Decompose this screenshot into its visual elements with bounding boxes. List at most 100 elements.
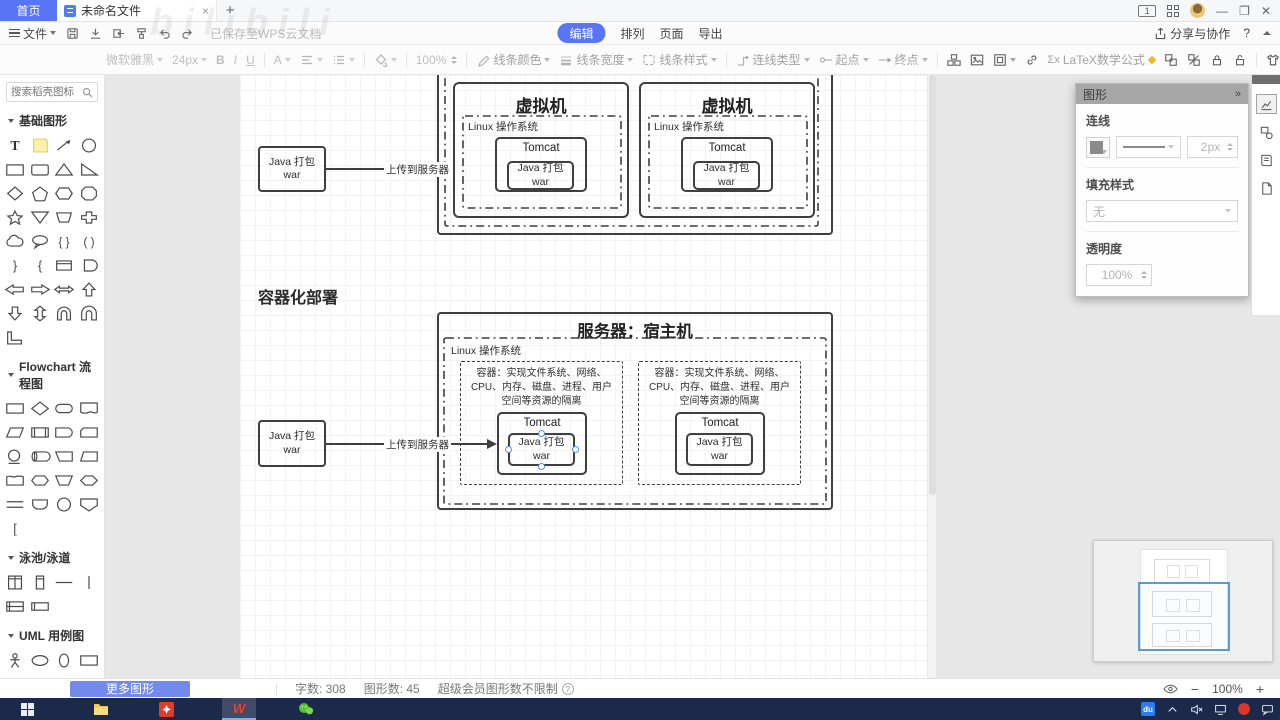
shape-pentagon-down[interactable] xyxy=(77,492,102,516)
panel-header[interactable]: 图形 » xyxy=(1076,84,1248,104)
shape-card[interactable] xyxy=(52,253,77,277)
zoom-out-button[interactable]: − xyxy=(1190,680,1200,697)
shape-trapezoid[interactable] xyxy=(52,205,77,229)
section-header-0[interactable]: 基础图形 xyxy=(0,105,104,131)
shape-object[interactable] xyxy=(52,648,77,672)
apps-grid-icon[interactable] xyxy=(1167,4,1180,17)
bold-button[interactable]: B xyxy=(216,52,225,67)
tab-export[interactable]: 导出 xyxy=(698,26,723,41)
section-header-3[interactable]: UML 用例图 xyxy=(0,620,104,646)
shape-circle-2[interactable] xyxy=(52,492,77,516)
tab-document[interactable]: 未命名文件 × xyxy=(57,0,217,21)
text-zoom-input[interactable]: 100% xyxy=(416,53,458,67)
shape-pentagon[interactable] xyxy=(28,181,53,205)
shape-circle[interactable] xyxy=(77,133,102,157)
shape-arrow-left[interactable] xyxy=(3,277,28,301)
shape-star[interactable] xyxy=(3,205,28,229)
connector-type-select[interactable]: 连线类型 xyxy=(736,51,810,68)
container2-box[interactable]: 容器：实现文件系统、网络、CPU、内存、磁盘、进程、用户空间等资源的隔离 xyxy=(638,361,801,485)
shape-arrow-right[interactable] xyxy=(28,277,53,301)
shape-document[interactable] xyxy=(77,396,102,420)
tab-page[interactable]: 页面 xyxy=(659,26,684,41)
line-width-select[interactable]: 线条宽度 xyxy=(559,51,634,68)
shape-right-triangle[interactable] xyxy=(77,157,102,181)
hidden-icons-chevron[interactable] xyxy=(1166,703,1179,716)
tab-edit[interactable]: 编辑 xyxy=(557,23,606,43)
zoom-level[interactable]: 100% xyxy=(1212,681,1243,696)
shape-bracket[interactable]: [ xyxy=(3,516,28,540)
window-count-icon[interactable]: 1 xyxy=(1138,4,1157,17)
page-panel-button[interactable] xyxy=(1256,178,1277,198)
shape-triangle[interactable] xyxy=(52,157,77,181)
line-style-dropdown[interactable] xyxy=(1116,136,1182,158)
shape-pool-vertical[interactable] xyxy=(3,570,28,594)
selection-handle-left[interactable] xyxy=(504,446,512,453)
align-button[interactable] xyxy=(300,53,323,67)
upload-connector-top[interactable] xyxy=(326,168,438,170)
shape-arrow-down[interactable] xyxy=(3,301,28,325)
panel-collapse-icon[interactable]: » xyxy=(1234,88,1241,100)
download-button[interactable] xyxy=(89,27,102,40)
taskbar-wps[interactable]: W xyxy=(222,698,256,720)
action-center-icon[interactable] xyxy=(1261,703,1274,716)
tab-home[interactable]: 首页 xyxy=(0,0,57,21)
file-menu[interactable]: 文件 xyxy=(9,25,57,42)
vm-outer-dashdot-box[interactable] xyxy=(444,75,819,227)
zoom-in-button[interactable]: + xyxy=(1255,680,1264,697)
link-button[interactable] xyxy=(1025,53,1039,67)
vm1-java-war-box[interactable]: Java 打包 war xyxy=(507,161,574,190)
shape-cross[interactable] xyxy=(77,205,102,229)
volume-muted-icon[interactable] xyxy=(1190,703,1203,716)
group-button[interactable] xyxy=(1164,53,1178,67)
undo-button[interactable] xyxy=(158,27,171,40)
shape-callout[interactable] xyxy=(28,229,53,253)
shape-hexagon-2[interactable] xyxy=(77,468,102,492)
vm-server-box[interactable] xyxy=(437,75,833,235)
shape-corner[interactable] xyxy=(3,325,28,349)
italic-button[interactable]: I xyxy=(233,52,238,67)
canvas-vertical-scrollbar[interactable] xyxy=(927,75,936,678)
vm2-tomcat-box[interactable]: Tomcat xyxy=(681,137,773,192)
section-header-2[interactable]: 泳池/泳道 xyxy=(0,542,104,568)
shape-uml-rect[interactable] xyxy=(77,648,102,672)
java-war-source-box-bottom[interactable]: Java 打包 war xyxy=(258,420,326,467)
vm2-box[interactable]: 虚拟机 xyxy=(639,82,815,218)
close-button[interactable]: ✕ xyxy=(1260,3,1271,18)
shape-manual-operation[interactable] xyxy=(52,444,77,468)
baidu-netdisk-icon[interactable]: du xyxy=(1141,702,1155,716)
shape-line[interactable] xyxy=(52,133,77,157)
shape-terminator[interactable] xyxy=(52,396,77,420)
selection-handle-bottom[interactable] xyxy=(538,462,545,470)
shape-process[interactable] xyxy=(3,396,28,420)
help-circle-icon[interactable]: ? xyxy=(561,682,574,695)
shape-text[interactable]: T xyxy=(3,133,28,157)
container2-java-war-box[interactable]: Java 打包 war xyxy=(686,433,753,466)
shape-brace-left[interactable]: { xyxy=(28,253,53,277)
line-style-select[interactable]: 线条样式 xyxy=(642,51,717,68)
shape-cloud[interactable] xyxy=(3,229,28,253)
frame-select[interactable] xyxy=(993,53,1016,67)
line-width-input[interactable]: 2px xyxy=(1187,136,1238,158)
shape-trapezoid-down[interactable] xyxy=(52,468,77,492)
shape-octagon[interactable] xyxy=(77,181,102,205)
container-deployment-heading[interactable]: 容器化部署 xyxy=(258,290,339,307)
vm2-java-war-box[interactable]: Java 打包 war xyxy=(693,161,760,190)
ungroup-button[interactable] xyxy=(1187,53,1201,67)
container1-tomcat-box[interactable]: Tomcat xyxy=(497,412,587,475)
help-button[interactable]: ? xyxy=(1243,26,1250,40)
share-button[interactable]: 分享与协作 xyxy=(1154,25,1230,42)
vm1-os-box[interactable]: Linux 操作系统 xyxy=(462,115,622,209)
shape-card-2[interactable] xyxy=(77,420,102,444)
taskbar-file-explorer[interactable] xyxy=(88,698,114,720)
shape-delay[interactable] xyxy=(52,420,77,444)
container2-tomcat-box[interactable]: Tomcat xyxy=(675,412,765,475)
shape-n-shape-2[interactable] xyxy=(77,301,102,325)
insert-image-button[interactable] xyxy=(970,53,984,67)
unlock-button[interactable] xyxy=(1233,53,1247,67)
network-icon[interactable] xyxy=(1214,703,1227,716)
format-panel-button[interactable] xyxy=(1255,94,1277,114)
taskbar-wechat[interactable] xyxy=(293,698,319,720)
tab-arrange[interactable]: 排列 xyxy=(620,26,645,41)
shape-arrow-vertical[interactable] xyxy=(28,301,53,325)
